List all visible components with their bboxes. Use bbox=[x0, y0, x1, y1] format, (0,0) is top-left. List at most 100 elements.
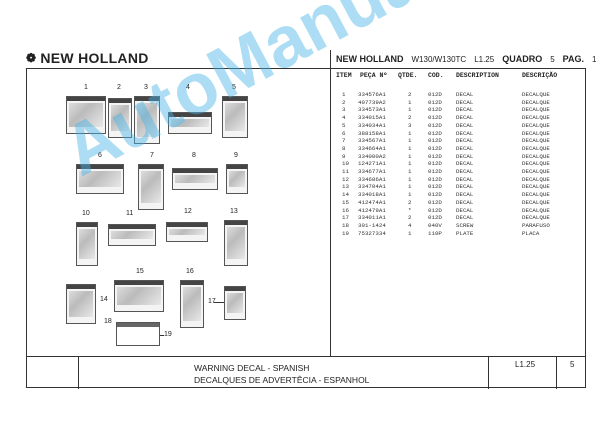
cell-quantity: 1 bbox=[408, 183, 412, 191]
cell-description: DECAL bbox=[456, 206, 474, 214]
cell-quantity: 2 bbox=[408, 114, 412, 122]
callout-11: 11 bbox=[126, 210, 134, 217]
callout-9: 9 bbox=[234, 152, 238, 159]
header-version: L1.25 bbox=[474, 55, 495, 64]
cell-descricao: DECALQUE bbox=[522, 137, 550, 145]
cell-description: DECAL bbox=[456, 152, 474, 160]
cell-code: 012D bbox=[428, 91, 442, 98]
header-brand: NEW HOLLAND bbox=[336, 54, 404, 64]
cell-part-number: 75327334 bbox=[358, 229, 386, 237]
cell-descricao: DECALQUE bbox=[522, 175, 550, 183]
decal-13 bbox=[224, 220, 248, 266]
callout-16: 16 bbox=[186, 268, 194, 275]
cell-right-item: 18 bbox=[342, 221, 349, 229]
cell-descricao: DECALQUE bbox=[522, 114, 550, 122]
cell-code: 012D bbox=[428, 206, 442, 214]
decal-12 bbox=[166, 222, 208, 242]
cell-right-item: 13 bbox=[342, 183, 349, 191]
cell-right-item: 3 bbox=[342, 106, 346, 114]
cell-description: DECAL bbox=[456, 160, 474, 168]
cell-right-item: 8 bbox=[342, 144, 346, 152]
cell-description: DECAL bbox=[456, 144, 474, 152]
cell-part-number: 334573A1 bbox=[358, 106, 386, 114]
footer-divider-mid bbox=[488, 357, 489, 389]
header: NEW HOLLAND W130/W130TC L1.25 QUADRO 5 P… bbox=[336, 54, 596, 64]
col-part: PEÇA Nº bbox=[360, 72, 388, 79]
cell-code: 012D bbox=[428, 198, 442, 206]
cell-right-item: 7 bbox=[342, 137, 346, 145]
cell-description: DECAL bbox=[456, 214, 474, 222]
callout-18: 18 bbox=[104, 318, 112, 325]
cell-quantity: 1 bbox=[408, 144, 412, 152]
cell-descricao: DECALQUE bbox=[522, 198, 550, 206]
decal-5 bbox=[222, 96, 248, 138]
title-block bbox=[26, 356, 586, 389]
brand-logo: ❁ NEW HOLLAND bbox=[26, 50, 149, 66]
cell-description: DECAL bbox=[456, 175, 474, 183]
cell-descricao: DECALQUE bbox=[522, 183, 550, 191]
cell-descricao: PARAFUSO bbox=[522, 221, 550, 229]
cell-right-item: 19 bbox=[342, 229, 349, 237]
cell-right-item: 14 bbox=[342, 191, 349, 199]
cell-right-item: 9 bbox=[342, 152, 346, 160]
cell-right-item: 10 bbox=[342, 160, 349, 168]
cell-quantity: 1 bbox=[408, 98, 412, 106]
decal-11 bbox=[108, 224, 156, 246]
cell-code: 012D bbox=[428, 137, 442, 145]
decal-17 bbox=[224, 286, 246, 320]
quadro-value: 5 bbox=[550, 55, 555, 64]
cell-part-number: 334686A1 bbox=[358, 175, 386, 183]
cell-description: DECAL bbox=[456, 106, 474, 114]
cell-right-item: 12 bbox=[342, 175, 349, 183]
quadro-label: QUADRO bbox=[502, 54, 543, 64]
cell-part-number: 407739A2 bbox=[358, 98, 386, 106]
cell-descricao: DECALQUE bbox=[522, 206, 550, 214]
decal-6 bbox=[76, 164, 124, 194]
cell-code: 012D bbox=[428, 144, 442, 152]
cell-part-number: 388158A1 bbox=[358, 129, 386, 137]
cell-part-number: 124271A1 bbox=[358, 160, 386, 168]
cell-code: 040V bbox=[428, 221, 442, 229]
cell-description: DECAL bbox=[456, 98, 474, 106]
cell-description: DECAL bbox=[456, 137, 474, 145]
cell-description: DECAL bbox=[456, 198, 474, 206]
page-frame bbox=[26, 68, 586, 388]
cell-description: DECAL bbox=[456, 191, 474, 199]
cell-part-number: 334677A1 bbox=[358, 168, 386, 175]
column-divider bbox=[330, 50, 331, 356]
brand-name: NEW HOLLAND bbox=[40, 50, 149, 66]
callout-14: 14 bbox=[100, 296, 108, 303]
callout-6: 6 bbox=[98, 152, 102, 159]
cell-quantity: 1 bbox=[408, 160, 412, 168]
decal-9 bbox=[226, 164, 248, 194]
callout-5: 5 bbox=[232, 84, 236, 91]
footer-title-pt: DECALQUES DE ADVERTÊCIA - ESPANHOL bbox=[194, 375, 370, 385]
decal-3 bbox=[134, 96, 160, 144]
cell-descricao: DECALQUE bbox=[522, 214, 550, 222]
callout-10: 10 bbox=[82, 210, 90, 217]
footer-divider-right bbox=[556, 357, 557, 389]
callout-2: 2 bbox=[117, 84, 121, 91]
callout-7: 7 bbox=[150, 152, 154, 159]
cell-code: 012D bbox=[428, 183, 442, 191]
cell-descricao: PLACA bbox=[522, 229, 540, 237]
cell-right-item: 4 bbox=[342, 114, 346, 122]
cell-part-number: 334576A1 bbox=[358, 91, 386, 98]
cell-quantity: 2 bbox=[408, 91, 412, 98]
cell-quantity: 1 bbox=[408, 106, 412, 114]
decal-4 bbox=[168, 112, 212, 134]
plate-19 bbox=[116, 322, 160, 346]
page-label: PAG. bbox=[562, 54, 585, 64]
new-holland-leaf-icon: ❁ bbox=[26, 51, 37, 65]
cell-quantity: 1 bbox=[408, 229, 412, 237]
cell-quantity: 1 bbox=[408, 168, 412, 175]
cell-description: DECAL bbox=[456, 183, 474, 191]
cell-part-number: 334034A1 bbox=[358, 121, 386, 129]
callout-19: 19 bbox=[164, 331, 172, 338]
footer-title: WARNING DECAL - SPANISH DECALQUES DE ADV… bbox=[194, 362, 369, 386]
cell-quantity: 2 bbox=[408, 198, 412, 206]
cell-part-number: 334567A1 bbox=[358, 137, 386, 145]
col-qty: QTDE. bbox=[398, 72, 418, 79]
cell-quantity: 3 bbox=[408, 121, 412, 129]
decal-16 bbox=[180, 280, 204, 328]
